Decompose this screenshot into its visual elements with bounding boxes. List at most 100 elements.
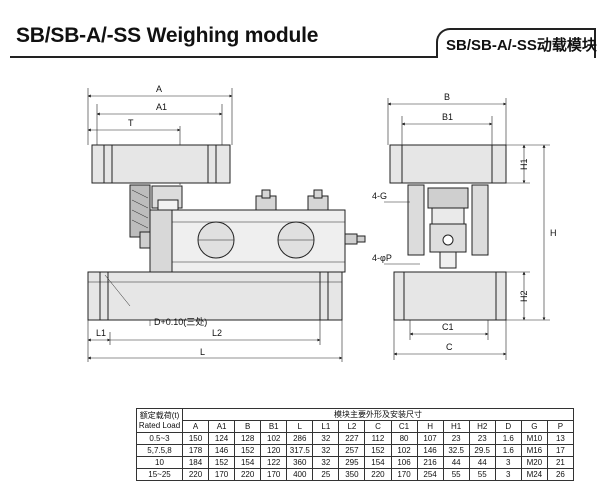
col-header-H1: H1: [442, 420, 470, 433]
dim-C-label: C: [446, 342, 453, 352]
dim-A-label: A: [156, 84, 162, 94]
rated-load-header-cn: 额定载荷(t): [139, 410, 180, 420]
col-header-B1: B1: [260, 420, 288, 433]
spec-table: 额定载荷(t) Rated Load 模块主要外形及安装尺寸 A A1 B B1…: [136, 408, 575, 481]
table-cell-L1: 32: [312, 456, 340, 469]
table-cell-H2: 55: [468, 468, 496, 481]
dim-B1-label: B1: [442, 112, 453, 122]
col-header-G: G: [520, 420, 548, 433]
table-cell-D: 1.6: [494, 444, 522, 457]
col-header-P: P: [546, 420, 575, 433]
column-header-row: A A1 B B1 L L1 L2 C C1 H H1 H2 D G P: [137, 420, 575, 433]
table-cell-B: 152: [234, 444, 262, 457]
table-cell-A1: 152: [208, 456, 236, 469]
table-cell-H: 254: [416, 468, 444, 481]
table-cell-A: 220: [181, 468, 210, 481]
table-cell-P: 13: [546, 432, 575, 445]
table-cell-B1: 170: [260, 468, 288, 481]
table-cell-G: M10: [520, 432, 548, 445]
dim-H2-label: H2: [519, 290, 529, 302]
rated-load-header-en: Rated Load: [138, 420, 181, 430]
table-cell-H: 216: [416, 456, 444, 469]
dim-T-label: T: [128, 118, 134, 128]
dim-H1-label: H1: [519, 158, 529, 170]
front-view: [87, 88, 366, 362]
dim-D-note: D+0.10(三处): [154, 316, 207, 327]
table-cell-B1: 120: [260, 444, 288, 457]
table-cell-A1: 146: [208, 444, 236, 457]
table-cell-A: 184: [181, 456, 210, 469]
rated-load-cell: 10: [136, 456, 183, 469]
col-header-A: A: [181, 420, 210, 433]
col-header-L: L: [286, 420, 314, 433]
table-cell-B1: 122: [260, 456, 288, 469]
table-cell-B: 154: [234, 456, 262, 469]
col-header-C1: C1: [390, 420, 418, 433]
col-header-L1: L1: [312, 420, 340, 433]
table-cell-D: 3: [494, 456, 522, 469]
table-cell-L: 286: [286, 432, 314, 445]
col-header-D: D: [494, 420, 522, 433]
dim-B-label: B: [444, 92, 450, 102]
page-title: SB/SB-A/-SS Weighing module: [16, 24, 319, 47]
table-cell-H: 146: [416, 444, 444, 457]
title-rule: [10, 56, 590, 58]
table-cell-C1: 80: [390, 432, 418, 445]
dim-L1-label: L1: [96, 328, 106, 338]
table-cell-L2: 295: [338, 456, 366, 469]
table-cell-H2: 44: [468, 456, 496, 469]
table-cell-P: 17: [546, 444, 575, 457]
table-cell-H1: 32.5: [442, 444, 470, 457]
col-header-A1: A1: [208, 420, 236, 433]
dim-L-label: L: [200, 347, 205, 357]
rated-load-header: 额定载荷(t) Rated Load: [136, 408, 183, 433]
table-cell-H2: 29.5: [468, 444, 496, 457]
table-cell-C1: 170: [390, 468, 418, 481]
table-cell-H2: 23: [468, 432, 496, 445]
side-view: [384, 98, 550, 360]
table-cell-B: 128: [234, 432, 262, 445]
table-cell-H1: 55: [442, 468, 470, 481]
table-cell-D: 3: [494, 468, 522, 481]
table-cell-B: 220: [234, 468, 262, 481]
title-badge: SB/SB-A/-SS动载模块: [436, 28, 597, 58]
table-cell-P: 26: [546, 468, 575, 481]
table-cell-A: 178: [181, 444, 210, 457]
dim-H-label: H: [550, 228, 557, 238]
table-cell-D: 1.6: [494, 432, 522, 445]
dim-G-label: 4-G: [372, 191, 387, 201]
table-cell-C: 220: [364, 468, 392, 481]
table-cell-A: 150: [181, 432, 210, 445]
table-cell-G: M24: [520, 468, 548, 481]
dimensions-group-header: 模块主要外形及安装尺寸: [182, 408, 574, 421]
table-cell-L1: 32: [312, 444, 340, 457]
table-cell-H1: 23: [442, 432, 470, 445]
front-view-labels: A A1 T D+0.10(三处) L1 L2 L: [96, 84, 222, 357]
table-cell-G: M20: [520, 456, 548, 469]
table-cell-G: M16: [520, 444, 548, 457]
table-cell-L1: 32: [312, 432, 340, 445]
dim-C1-label: C1: [442, 322, 454, 332]
dim-A1-label: A1: [156, 102, 167, 112]
table-cell-L2: 350: [338, 468, 366, 481]
col-header-B: B: [234, 420, 262, 433]
table-cell-L: 400: [286, 468, 314, 481]
table-cell-H: 107: [416, 432, 444, 445]
rated-load-cell: 15~25: [136, 468, 183, 481]
rated-load-cell: 0.5~3: [136, 432, 183, 445]
side-view-labels: B B1 H1 4-G H 4-φP H2 C1 C: [372, 92, 557, 352]
col-header-H: H: [416, 420, 444, 433]
col-header-C: C: [364, 420, 392, 433]
table-cell-P: 21: [546, 456, 575, 469]
table-cell-L1: 25: [312, 468, 340, 481]
table-cell-C: 154: [364, 456, 392, 469]
badge-label: SB/SB-A/-SS动载模块: [446, 37, 597, 54]
col-header-H2: H2: [468, 420, 496, 433]
table-cell-C: 112: [364, 432, 392, 445]
col-header-L2: L2: [338, 420, 366, 433]
